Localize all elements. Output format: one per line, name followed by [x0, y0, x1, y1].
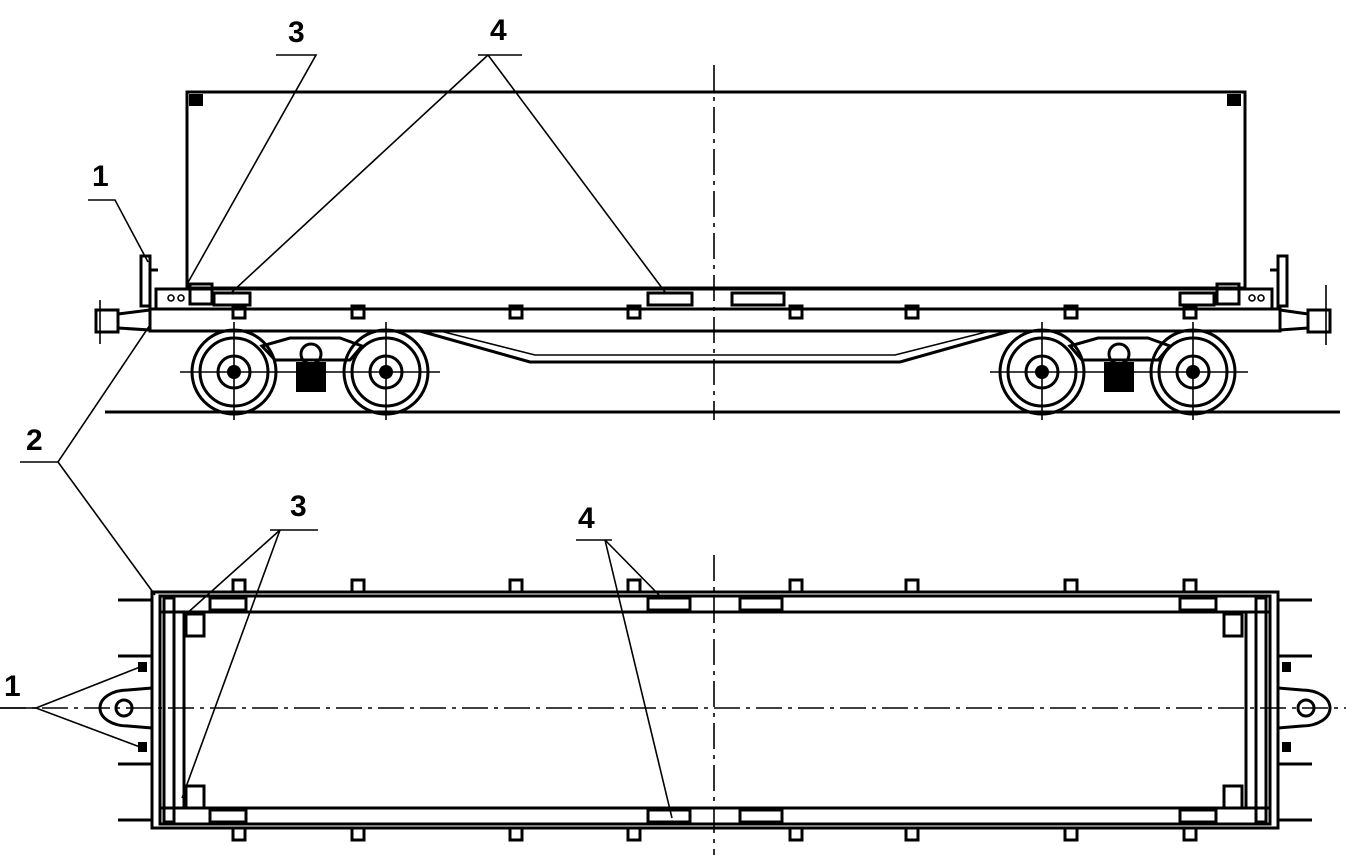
callout-3-top: 3: [290, 490, 307, 523]
side-view: 1 3 4 2: [20, 14, 1340, 596]
bogie-left: [180, 322, 440, 420]
container: [185, 90, 1247, 290]
end-stop-right: [1270, 254, 1289, 308]
callout-1-top: 1: [4, 670, 21, 703]
callout-1-side: 1: [92, 160, 109, 193]
top-view: 3 4 1: [0, 490, 1346, 855]
coupler-top-right: [1277, 686, 1332, 730]
callout-4-side: 4: [490, 14, 507, 47]
callout-4-top: 4: [578, 502, 595, 535]
callout-3-side: 3: [288, 16, 305, 49]
coupler-left: [94, 300, 152, 344]
coupler-right: [1278, 285, 1332, 345]
top-leaders: [0, 529, 673, 819]
platform-frame: [148, 282, 1282, 364]
side-leaders: [20, 54, 666, 596]
end-bars-right: [1278, 598, 1312, 822]
end-bars-left: [118, 598, 152, 822]
bogie-right: [990, 322, 1248, 420]
top-fittings: [184, 578, 1244, 842]
top-frame: [150, 590, 1280, 830]
callout-2-side: 2: [26, 424, 43, 457]
coupler-top-left: [98, 686, 153, 730]
